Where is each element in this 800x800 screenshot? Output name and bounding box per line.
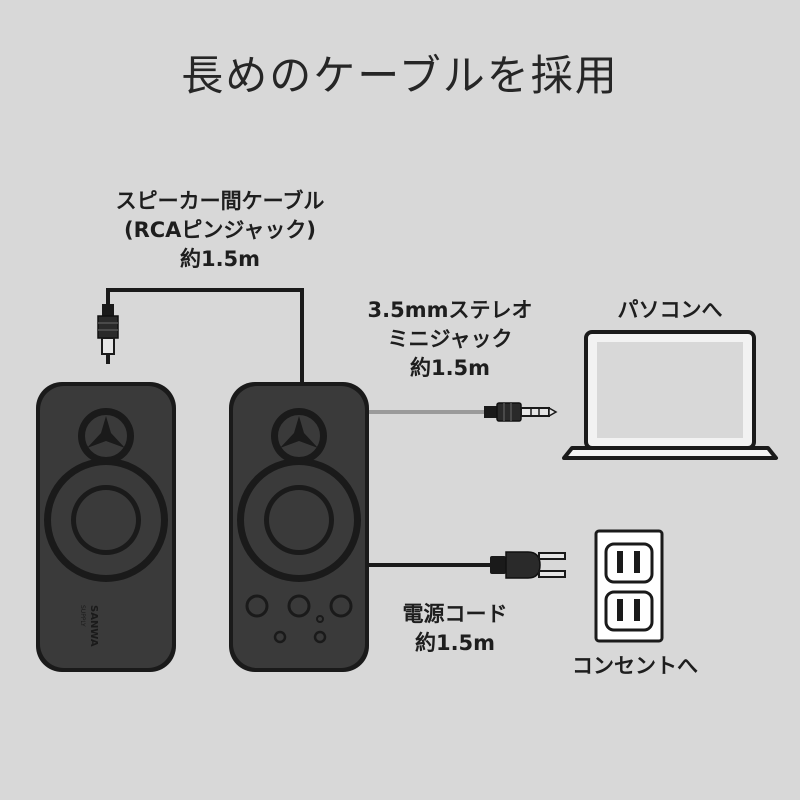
- speaker-cable-type: (RCAピンジャック): [124, 218, 316, 242]
- wall-outlet-icon: [594, 529, 664, 643]
- outlet-label: コンセントへ: [540, 652, 730, 681]
- power-cord-length: 約1.5m: [414, 631, 496, 655]
- mini-jack-length: 約1.5m: [409, 356, 491, 380]
- tweeter-icon: [271, 408, 327, 464]
- mini-jack-label: 3.5mmステレオ ミニジャック 約1.5m: [330, 296, 570, 383]
- brand-logo: SANWA: [88, 605, 99, 647]
- pc-label: パソコンへ: [590, 296, 750, 325]
- left-speaker: SANWA SUPPLY: [36, 382, 176, 672]
- rca-plug-icon: [97, 304, 119, 364]
- laptop-icon: [562, 330, 778, 460]
- woofer-icon: [44, 458, 168, 582]
- power-cord-name: 電源コード: [402, 602, 508, 626]
- mini-jack-name: 3.5mmステレオ: [367, 298, 533, 322]
- mini-jack-plug-icon: [484, 402, 558, 422]
- right-speaker: [229, 382, 369, 672]
- control-knobs: [245, 594, 353, 644]
- page-title: 長めのケーブルを採用: [181, 51, 619, 100]
- power-cord-label: 電源コード 約1.5m: [355, 600, 555, 658]
- mini-jack-type: ミニジャック: [387, 327, 513, 351]
- pc-label-text: パソコンへ: [617, 298, 723, 322]
- speaker-cable-length: 約1.5m: [179, 247, 261, 271]
- speaker-cable-name: スピーカー間ケーブル: [115, 189, 325, 213]
- speaker-cable-label: スピーカー間ケーブル (RCAピンジャック) 約1.5m: [70, 187, 370, 274]
- woofer-icon: [237, 458, 361, 582]
- power-plug-icon: [490, 551, 566, 579]
- tweeter-icon: [78, 408, 134, 464]
- outlet-label-text: コンセントへ: [572, 654, 698, 678]
- rca-cable: [106, 288, 304, 384]
- brand-logo-sub: SUPPLY: [79, 605, 86, 627]
